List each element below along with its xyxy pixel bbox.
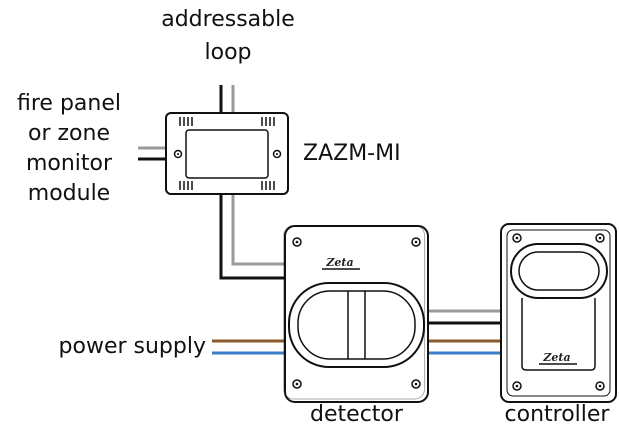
zazm-mi-module — [165, 112, 289, 195]
controller-logo: Zeta — [539, 351, 577, 365]
fire-panel-label-line4: module — [27, 181, 111, 206]
detector-logo: Zeta — [322, 256, 360, 270]
power-supply-label: power supply — [58, 334, 206, 359]
addressable-loop-wires — [219, 85, 235, 113]
module-to-detector-wires — [219, 194, 285, 280]
controller-label: controller — [504, 402, 610, 427]
addressable-loop-label-line2: loop — [204, 40, 252, 65]
module-name-label: ZAZM-MI — [303, 141, 401, 166]
fire-panel-label-line1: fire panel — [17, 91, 121, 116]
detector-label: detector — [310, 402, 403, 427]
detector-to-controller-wires — [428, 309, 503, 355]
controller-logo-text: Zeta — [542, 351, 570, 364]
fire-panel-label-line2: or zone — [28, 121, 110, 146]
fire-panel-wires — [138, 146, 170, 161]
detector-logo-text: Zeta — [325, 256, 353, 269]
fire-panel-label-line3: monitor — [25, 151, 113, 176]
power-supply-wires — [212, 339, 285, 355]
controller-unit: Zeta — [500, 223, 617, 403]
addressable-loop-label-line1: addressable — [161, 7, 295, 32]
detector-unit: Zeta — [283, 225, 429, 403]
